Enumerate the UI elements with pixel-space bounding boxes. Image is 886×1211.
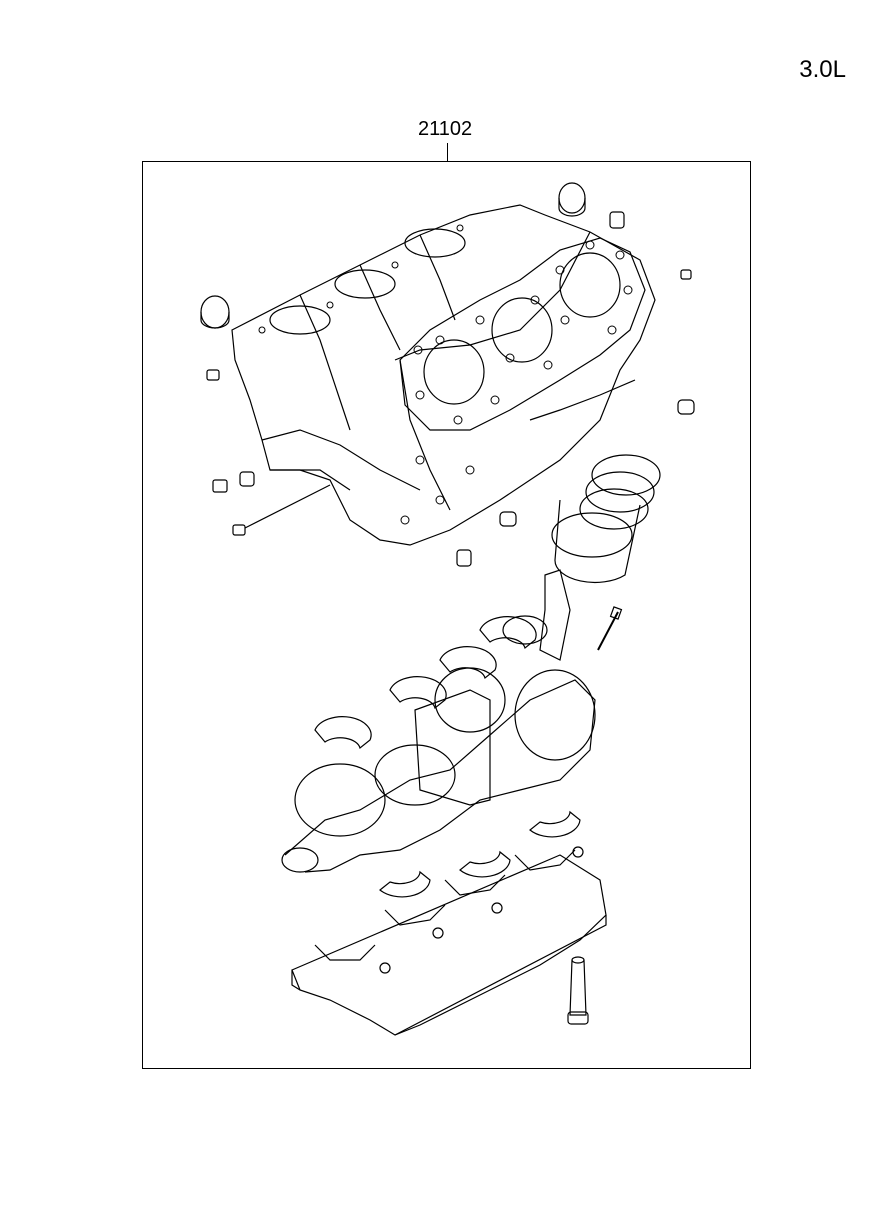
- assembly-frame: [142, 161, 751, 1069]
- left-bank-bores: [269, 228, 466, 335]
- main-cap-bolt: [567, 956, 589, 1025]
- assembly-part-number: 21102: [418, 118, 473, 140]
- cylinder-block: [231, 204, 656, 546]
- upper-bearing-shells: [314, 616, 537, 750]
- piston-assembly: [551, 454, 661, 584]
- crankshaft: [281, 667, 596, 873]
- right-bank-bores: [399, 237, 646, 431]
- engine-displacement-label: 3.0L: [799, 56, 846, 83]
- bedplate: [291, 846, 607, 1036]
- deck-bolt-holes: [258, 224, 633, 525]
- part-number-leader-line: [447, 143, 448, 161]
- lower-bearing-shells: [379, 810, 581, 898]
- block-fasteners: [200, 182, 695, 567]
- connecting-rod: [502, 569, 623, 661]
